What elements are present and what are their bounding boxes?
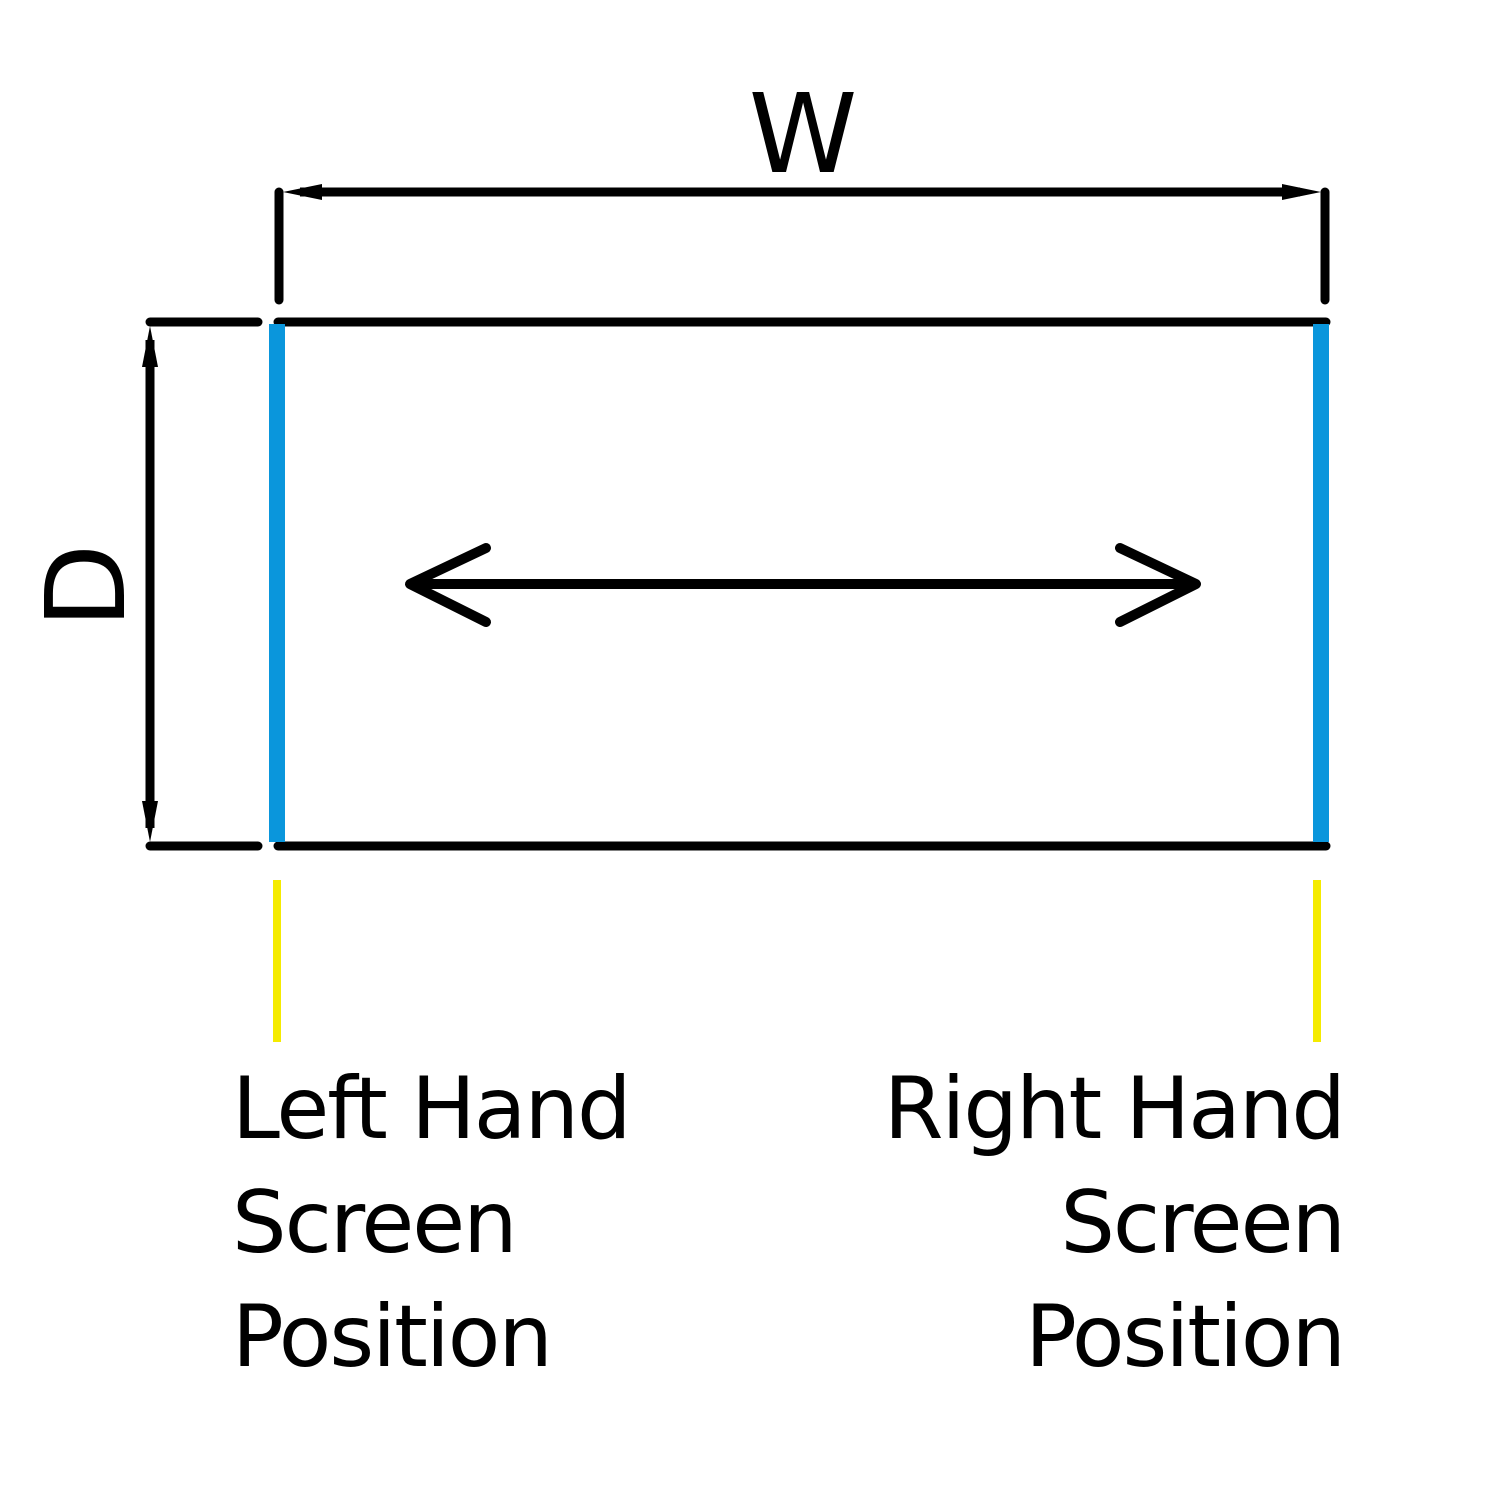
left-label-line: Screen [232,1173,518,1273]
width-arrowhead-right [1282,184,1321,200]
depth-arrowhead-top [142,326,158,367]
width-label: W [749,70,858,198]
right-label-line: Screen [1060,1173,1346,1273]
right-label-line: Position [1025,1287,1346,1387]
movement-arrowhead-right [1115,543,1201,627]
width-dimension: W [274,70,1330,305]
left-hand-screen-position-label: Left Hand Screen Position [232,1052,632,1394]
right-hand-screen-position-label: Right Hand Screen Position [883,1052,1346,1394]
left-label-line: Left Hand [232,1059,632,1159]
right-label-line: Right Hand [883,1059,1346,1159]
room-outline [269,317,1331,851]
width-arrowhead-left [283,184,322,200]
depth-label: D [22,544,150,629]
depth-dimension: D [22,317,263,851]
movement-arrowhead-left [405,543,491,627]
left-label-line: Position [232,1287,553,1387]
depth-arrowhead-bottom [142,801,158,842]
movement-arrow [405,543,1201,627]
